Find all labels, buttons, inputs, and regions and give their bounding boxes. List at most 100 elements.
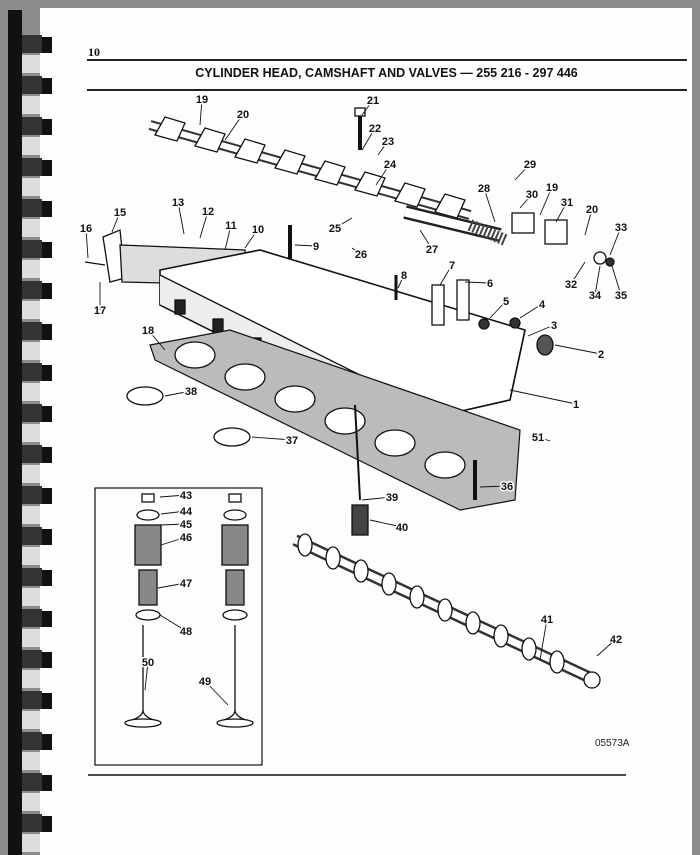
callout-23: 23 <box>382 136 394 148</box>
callout-leader-line <box>159 523 187 526</box>
callout-leader-line <box>519 303 543 319</box>
callout-leader-line <box>439 264 453 286</box>
callout-20: 20 <box>586 204 598 216</box>
callout-leader-line <box>361 99 374 116</box>
callout-26: 26 <box>355 249 367 261</box>
callout-leader-line <box>483 187 496 223</box>
callout-4: 4 <box>539 299 546 311</box>
callout-11: 11 <box>225 220 237 232</box>
callout-18: 18 <box>142 325 154 337</box>
callout-27: 27 <box>426 244 438 256</box>
callout-leader-line <box>594 265 601 296</box>
callout-7: 7 <box>449 260 455 272</box>
callout-36: 36 <box>501 481 513 493</box>
callout-40: 40 <box>396 522 408 534</box>
callout-13: 13 <box>172 197 184 209</box>
callout-leader-line <box>251 436 293 441</box>
callout-25: 25 <box>329 223 341 235</box>
page-number: 10 <box>88 45 100 59</box>
callout-6: 6 <box>487 278 493 290</box>
callout-leader-line <box>224 224 232 251</box>
callout-leader-line <box>85 227 89 259</box>
callout-19: 19 <box>546 182 558 194</box>
callout-leader-line <box>611 265 622 296</box>
header-rule-bottom <box>87 89 687 91</box>
callout-10: 10 <box>252 224 264 236</box>
callout-leader-line <box>111 211 121 233</box>
callout-leader-line <box>527 324 555 337</box>
page-title: CYLINDER HEAD, CAMSHAFT AND VALVES — 255… <box>195 66 578 80</box>
callout-leader-line <box>204 680 229 706</box>
spiral-binding <box>8 10 52 855</box>
callout-43: 43 <box>180 490 192 502</box>
callout-16: 16 <box>80 223 92 235</box>
callout-9: 9 <box>313 241 319 253</box>
callout-35: 35 <box>615 290 627 302</box>
callout-19: 19 <box>196 94 208 106</box>
callout-22: 22 <box>369 123 381 135</box>
callout-48: 48 <box>180 626 192 638</box>
callout-47: 47 <box>180 578 192 590</box>
callout-leader-line <box>199 210 209 239</box>
callout-leader-line <box>596 638 617 657</box>
callout-46: 46 <box>180 532 192 544</box>
callout-leader-line <box>519 193 533 209</box>
callout-2: 2 <box>598 349 604 361</box>
callout-leader-line <box>164 390 192 397</box>
head-gasket <box>149 329 521 511</box>
callout-33: 33 <box>615 222 627 234</box>
push-rod <box>354 404 361 501</box>
header-rule-top <box>87 59 687 61</box>
callout-1: 1 <box>573 399 579 411</box>
tappet <box>351 504 369 536</box>
callout-leader-line <box>375 163 391 186</box>
callout-38: 38 <box>185 386 197 398</box>
callout-39: 39 <box>386 492 398 504</box>
callout-8: 8 <box>401 270 407 282</box>
seal-ring <box>126 386 164 406</box>
callout-leader-line <box>489 300 507 319</box>
callout-51: 51 <box>532 432 544 444</box>
callout-29: 29 <box>524 159 536 171</box>
callout-leader-line <box>294 244 317 247</box>
callout-34: 34 <box>589 290 602 302</box>
callout-leader-line <box>334 217 353 229</box>
callout-leader-line <box>157 582 187 589</box>
callout-leader-line <box>224 113 244 141</box>
callout-45: 45 <box>180 519 192 531</box>
callout-50: 50 <box>142 657 154 669</box>
callout-leader-line <box>159 494 187 498</box>
callout-24: 24 <box>384 159 397 171</box>
callout-37: 37 <box>286 435 298 447</box>
callout-5: 5 <box>503 296 509 308</box>
callout-leader-line <box>514 163 531 181</box>
callout-leader-line <box>369 519 403 528</box>
callout-12: 12 <box>202 206 214 218</box>
callout-28: 28 <box>478 183 490 195</box>
rocker-shaft-assembly <box>148 107 615 267</box>
callout-leader-line <box>244 228 259 249</box>
figure-id: 05573A <box>595 738 630 749</box>
callout-leader-line <box>464 281 491 284</box>
callout-leader-line <box>160 510 187 515</box>
valve-assemblies <box>124 493 254 728</box>
callout-leader-line <box>609 226 622 256</box>
callout-leader-line <box>199 98 203 126</box>
callout-30: 30 <box>526 189 538 201</box>
callout-42: 42 <box>610 634 622 646</box>
callout-leader-line <box>361 496 393 501</box>
callout-leader-line <box>509 389 577 405</box>
callout-leader-line <box>144 661 149 691</box>
callout-21: 21 <box>367 95 379 107</box>
callout-leader-line <box>537 436 551 442</box>
callout-leader-line <box>570 261 586 285</box>
callout-17: 17 <box>94 305 106 317</box>
callout-leader-line <box>351 247 362 255</box>
seal-ring <box>213 427 251 447</box>
callout-leader-line <box>177 201 185 235</box>
callout-31: 31 <box>561 197 573 209</box>
callout-leader-line <box>159 614 187 632</box>
callout-leader-line <box>479 485 508 488</box>
callout-leader-line <box>419 229 433 250</box>
